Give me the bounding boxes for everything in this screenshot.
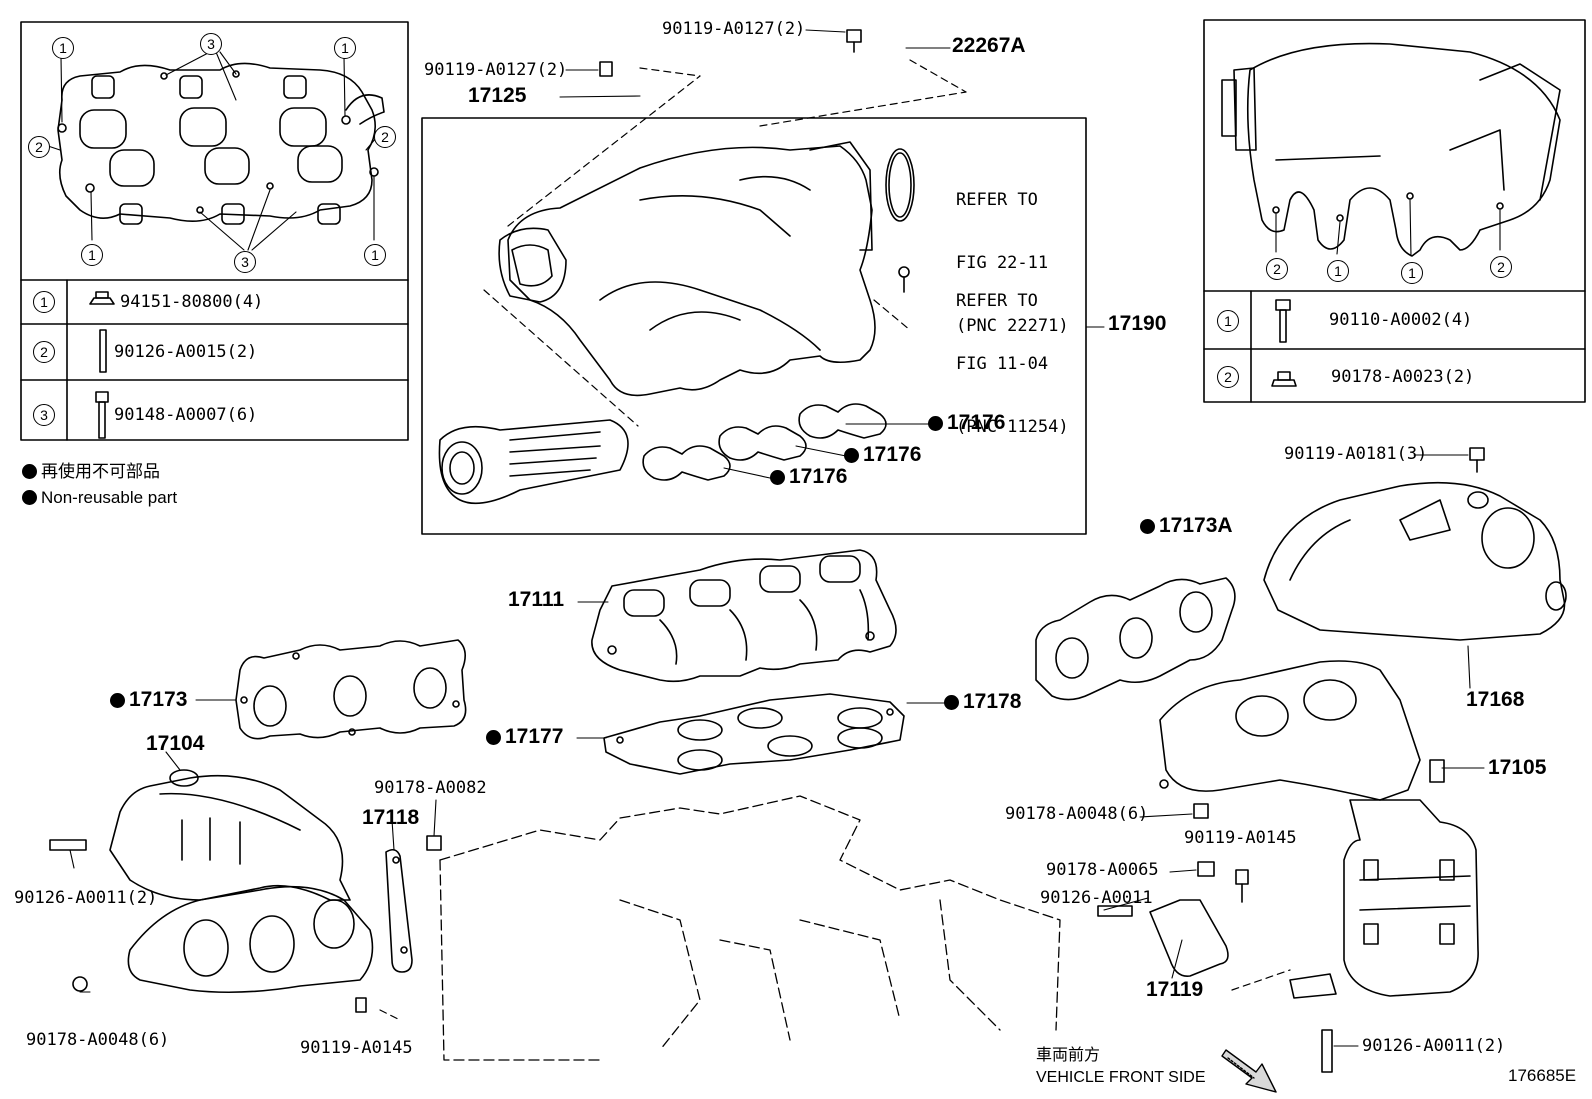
legend-non-reusable-jp: 再使用不可部品 [22, 462, 160, 482]
part-label-non-reusable: 17177 [486, 726, 563, 747]
part-label: 90178-A0082 [374, 778, 487, 798]
inset-marker-2: 2 [1490, 256, 1512, 278]
intake-plenum-drawing [438, 141, 915, 505]
heat-insulator-17168-drawing [1263, 481, 1567, 641]
part-label-non-reusable: 17176 [844, 444, 921, 465]
part-label: 90119-A0181(3) [1284, 444, 1428, 464]
inset-marker-1: 1 [334, 37, 356, 59]
gasket-17173-drawing [235, 639, 467, 740]
part-label: 90119-A0145 [1184, 828, 1297, 848]
front-arrow-icon [1221, 1049, 1277, 1093]
part-label: 17125 [468, 84, 527, 107]
diagram-id: 176685E [1508, 1066, 1577, 1085]
legend-row-part: 90178-A0023(2) [1331, 367, 1475, 387]
legend-row-marker: 2 [33, 341, 55, 363]
manifold-gaskets-drawing [603, 693, 905, 775]
vehicle-front-jp: 車両前方 [1036, 1047, 1101, 1064]
part-label: 90178-A0065 [1046, 860, 1159, 880]
part-label: 90178-A0048(6) [1005, 804, 1149, 824]
label-leaders [69, 29, 1485, 1047]
part-label: 17119 [1146, 978, 1204, 1001]
brackets-drawing [385, 848, 1229, 977]
vehicle-front-en: VEHICLE FRONT SIDE [1036, 1069, 1206, 1086]
non-reusable-dot-icon [22, 490, 37, 505]
non-reusable-dot-icon [486, 730, 501, 745]
non-reusable-dot-icon [770, 470, 785, 485]
inset-marker-1: 1 [364, 244, 386, 266]
refer-note-11254: REFER TO FIG 11-04 (PNC 11254) [956, 291, 1069, 437]
part-label: 90119-A0145 [300, 1038, 413, 1058]
right-inset-frame [1203, 19, 1586, 403]
non-reusable-dot-icon [22, 464, 37, 479]
part-label: 17118 [362, 806, 420, 829]
inset-marker-2: 2 [374, 126, 396, 148]
part-label: 90126-A0011(2) [14, 888, 158, 908]
part-label: 17168 [1466, 688, 1525, 711]
part-label: 17111 [508, 588, 565, 611]
engine-block-phantom [439, 795, 1061, 1061]
legend-non-reusable-en: Non-reusable part [22, 488, 177, 508]
legend-row-marker: 1 [1217, 310, 1239, 332]
non-reusable-dot-icon [1140, 519, 1155, 534]
non-reusable-dot-icon [944, 695, 959, 710]
left-inset-frame [20, 21, 409, 441]
part-label-non-reusable: 17178 [944, 691, 1021, 712]
exhaust-manifold-17104-drawing [109, 769, 374, 994]
part-label: 90119-A0127(2) [662, 19, 806, 39]
part-label-non-reusable: 17176 [770, 466, 847, 487]
legend-row-part: 90126-A0015(2) [114, 342, 258, 362]
left-inset-leaders [47, 51, 377, 251]
right-inset-manifold-drawing [1221, 42, 1561, 257]
plenum-gaskets-drawing [642, 403, 887, 481]
left-inset-flange-drawing [57, 62, 385, 225]
phantom-lines [379, 59, 1291, 1021]
right-inset-leaders [1275, 199, 1501, 257]
part-label: 90178-A0048(6) [26, 1030, 170, 1050]
part-label: 90126-A0011 [1040, 888, 1153, 908]
intake-manifold-17111-drawing [591, 549, 897, 683]
fasteners-drawing [49, 29, 1485, 1073]
right-inset-fastener-icons [1271, 299, 1297, 387]
non-reusable-dot-icon [844, 448, 859, 463]
legend-row-part: 94151-80800(4) [120, 292, 264, 312]
left-inset-fastener-icons [89, 291, 115, 439]
part-label: 22267A [952, 34, 1026, 57]
inset-marker-3: 3 [234, 251, 256, 273]
part-label-non-reusable: 17173 [110, 689, 187, 710]
inset-marker-1: 1 [52, 37, 74, 59]
legend-row-marker: 3 [33, 404, 55, 426]
part-label: 90126-A0011(2) [1362, 1036, 1506, 1056]
exhaust-manifold-17105-drawing [1159, 660, 1479, 999]
part-label: 90119-A0127(2) [424, 60, 568, 80]
part-label: 17104 [146, 732, 205, 755]
inset-marker-1: 1 [1401, 262, 1423, 284]
inset-marker-2: 2 [1266, 258, 1288, 280]
inset-marker-1: 1 [1327, 260, 1349, 282]
legend-row-marker: 2 [1217, 366, 1239, 388]
non-reusable-dot-icon [928, 416, 943, 431]
legend-row-marker: 1 [33, 291, 55, 313]
inset-marker-2: 2 [28, 136, 50, 158]
inset-marker-1: 1 [81, 244, 103, 266]
gasket-17173A-drawing [1035, 577, 1236, 701]
legend-row-part: 90110-A0002(4) [1329, 310, 1473, 330]
refer-note-22271: REFER TO FIG 22-11 (PNC 22271) [956, 190, 1069, 336]
intake-plenum-frame [421, 117, 1087, 535]
part-label: 17190 [1108, 312, 1167, 335]
legend-row-part: 90148-A0007(6) [114, 405, 258, 425]
part-label-non-reusable: 17176 [928, 412, 1005, 433]
part-label: 17105 [1488, 756, 1547, 779]
non-reusable-dot-icon [110, 693, 125, 708]
part-label-non-reusable: 17173A [1140, 515, 1233, 536]
inset-marker-3: 3 [200, 33, 222, 55]
